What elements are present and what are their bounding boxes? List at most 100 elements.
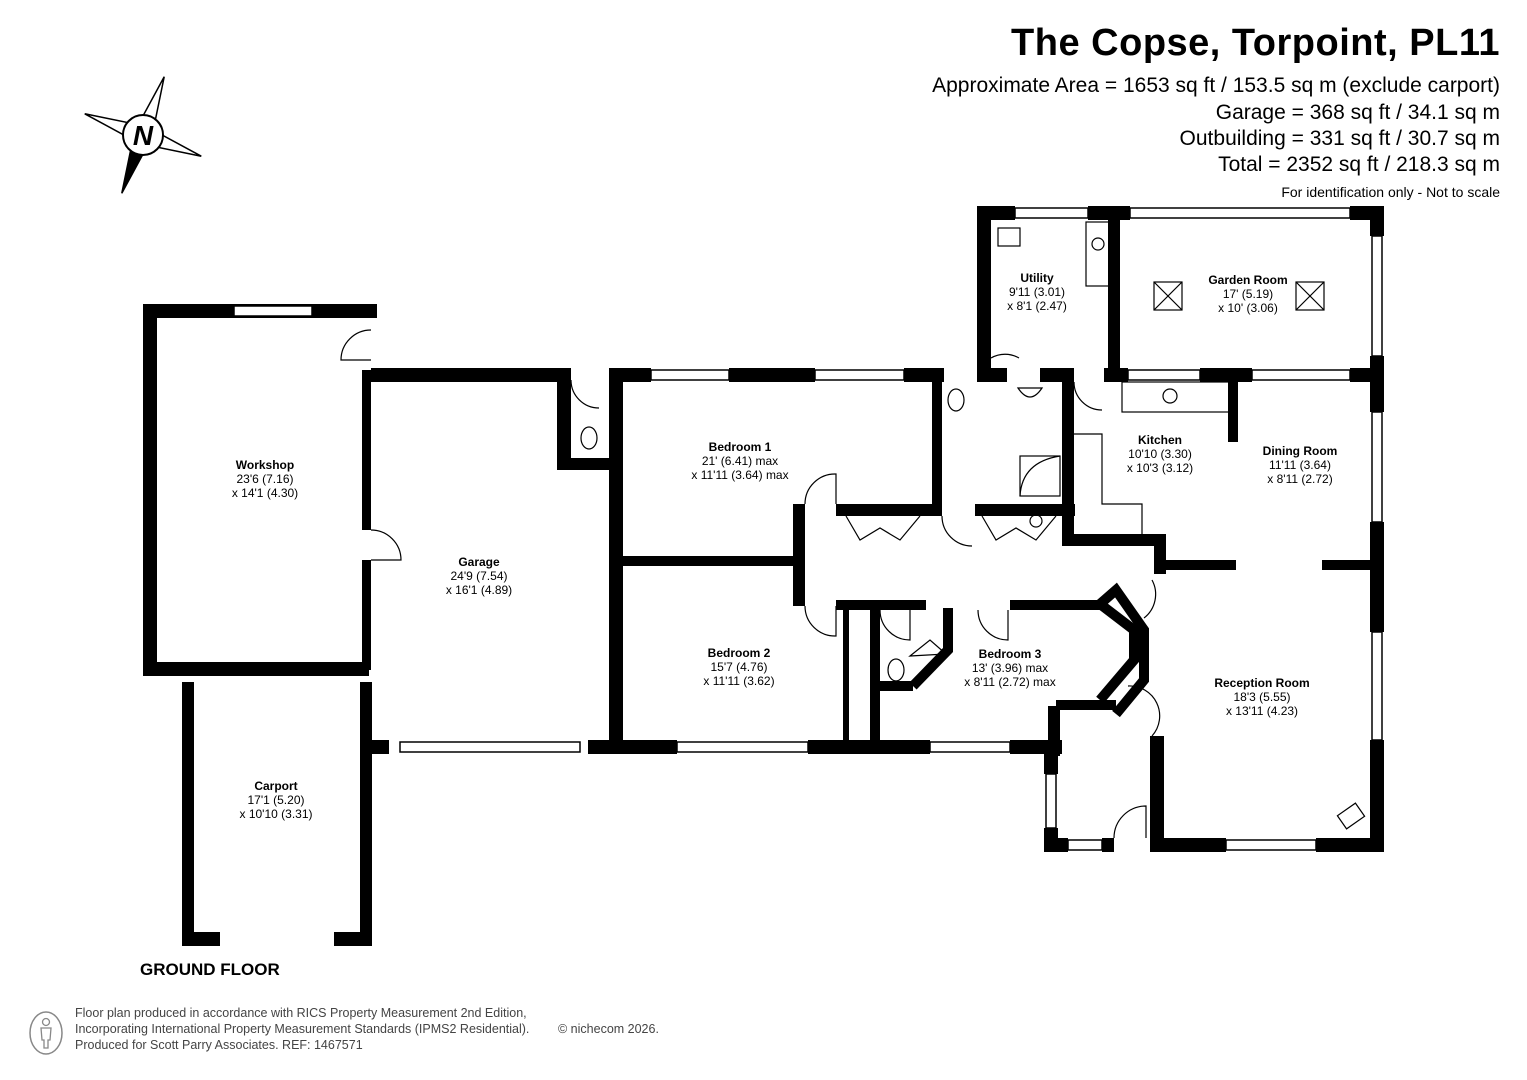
carport-wall-bottom-right <box>334 932 372 946</box>
room-garage: Garage 24'9 (7.54) x 16'1 (4.89) <box>446 555 512 597</box>
wc-wall-bottom <box>557 458 609 470</box>
room-dimension: x 8'1 (2.47) <box>1007 299 1067 313</box>
room-dimension: 11'11 (3.64) <box>1269 458 1331 472</box>
room-name: Bedroom 2 <box>707 646 771 660</box>
room-dimension: x 16'1 (4.89) <box>445 583 513 597</box>
room-kitchen: Kitchen 10'10 (3.30) x 10'3 (3.12) <box>1127 433 1193 475</box>
compass-label: N <box>133 120 154 151</box>
door <box>1073 381 1103 411</box>
shower <box>1019 455 1061 497</box>
bathroom-wall-top <box>977 368 1007 382</box>
utility-wall-top-left <box>977 206 1015 220</box>
dining-wall-right <box>1370 522 1384 632</box>
kitchen-counter <box>1121 381 1231 413</box>
bedroom1-wall-top-mid <box>729 368 815 382</box>
room-dimension: x 10' (3.06) <box>1218 301 1278 315</box>
bedroom3-wall-left <box>870 604 880 744</box>
footer-line: Floor plan produced in accordance with R… <box>75 1006 527 1020</box>
window <box>1127 369 1201 381</box>
door <box>1143 579 1157 619</box>
garage-wall-bottom-right <box>588 740 623 754</box>
room-dimension: 24'9 (7.54) <box>450 569 508 583</box>
footer-line: Incorporating International Property Mea… <box>75 1022 530 1036</box>
porch-wall-top-left <box>1048 706 1060 756</box>
total-area-line: Total = 2352 sq ft / 218.3 sq m <box>1218 153 1500 176</box>
dining-reception-divider-right <box>1322 560 1372 570</box>
porch-reception-wall <box>1150 736 1164 852</box>
window <box>929 741 1011 753</box>
carport-wall-right <box>360 682 372 944</box>
approximate-area-line: Approximate Area = 1653 sq ft / 153.5 sq… <box>932 74 1500 97</box>
carport-wall-left <box>182 682 194 944</box>
footer-line: Produced for Scott Parry Associates. REF… <box>75 1038 363 1052</box>
room-dimension: 15'7 (4.76) <box>710 660 768 674</box>
room-reception-room: Reception Room 18'3 (5.55) x 13'11 (4.23… <box>1214 676 1309 718</box>
window <box>814 369 905 381</box>
room-dimension: 17'1 (5.20) <box>247 793 305 807</box>
room-name: Carport <box>254 779 298 793</box>
door <box>804 605 837 637</box>
window <box>1067 839 1103 851</box>
reception-wall-bottom-left <box>1150 838 1226 852</box>
garden-wall-left <box>1108 206 1120 376</box>
window <box>1371 235 1383 357</box>
page-title: The Copse, Torpoint, PL11 <box>1011 22 1500 64</box>
bedroom3-wall-top <box>1010 600 1102 610</box>
door <box>370 529 402 561</box>
bedroom1-wall-top-right <box>904 368 944 382</box>
room-dimension: x 14'1 (4.30) <box>231 486 299 500</box>
porch-wall-top <box>1056 700 1116 710</box>
hall-wall-left <box>793 504 805 606</box>
room-dimension: 21' (6.41) max <box>701 454 779 468</box>
hall-wall-right <box>1154 534 1166 574</box>
window <box>1045 773 1057 829</box>
room-name: Workshop <box>235 458 295 472</box>
window <box>1129 207 1351 219</box>
window <box>399 741 581 753</box>
reception-wall-bottom-right <box>1316 838 1384 852</box>
room-name: Reception Room <box>1214 676 1310 690</box>
room-dimension: 17' (5.19) <box>1222 287 1274 301</box>
toilet <box>947 388 965 412</box>
room-dining-room: Dining Room 11'11 (3.64) x 8'11 (2.72) <box>1263 444 1338 486</box>
room-dimension: x 10'3 (3.12) <box>1126 461 1194 475</box>
door <box>879 609 911 641</box>
outbuilding-area-line: Outbuilding = 331 sq ft / 30.7 sq m <box>1179 127 1500 150</box>
hall-wall-top <box>1062 534 1166 546</box>
door <box>990 353 1020 359</box>
skylight <box>1295 281 1325 311</box>
identification-note: For identification only - Not to scale <box>1281 184 1500 200</box>
workshop-wall-bottom <box>143 662 369 676</box>
room-dimension: x 13'11 (4.23) <box>1225 704 1299 718</box>
garden-wall-right-bottom <box>1370 356 1384 412</box>
door <box>340 329 372 361</box>
garage-area-line: Garage = 368 sq ft / 34.1 sq m <box>1215 101 1500 124</box>
room-name: Garden Room <box>1208 273 1288 287</box>
workshop-wall-left <box>143 304 157 674</box>
room-dimension: 18'3 (5.55) <box>1233 690 1291 704</box>
floor-label: GROUND FLOOR <box>140 960 280 979</box>
room-dimension: x 11'11 (3.64) max <box>691 468 789 482</box>
garden-wall-right-top <box>1370 206 1384 236</box>
room-bedroom-1: Bedroom 1 21' (6.41) max x 11'11 (3.64) … <box>691 440 788 482</box>
window <box>1225 839 1317 851</box>
bedroom1-wall-top-left <box>609 368 651 382</box>
bedroom1-wall-right <box>932 382 942 512</box>
toilet <box>580 426 598 450</box>
window <box>1371 411 1383 523</box>
porch-wall-left-top <box>1044 754 1058 774</box>
room-dimension: 10'10 (3.30) <box>1128 447 1192 461</box>
door <box>977 609 1009 641</box>
garage-wall-bottom-left <box>371 740 389 754</box>
bedroom2-wall-bottom-left <box>623 740 677 754</box>
window <box>676 741 809 753</box>
workshop-wall-right-lower <box>362 560 371 670</box>
reception-wall-right <box>1370 740 1384 852</box>
room-workshop: Workshop 23'6 (7.16) x 14'1 (4.30) <box>232 458 298 500</box>
room-name: Kitchen <box>1137 433 1183 447</box>
window <box>1014 207 1089 219</box>
door <box>570 379 600 409</box>
window <box>1251 369 1351 381</box>
door <box>804 473 837 505</box>
